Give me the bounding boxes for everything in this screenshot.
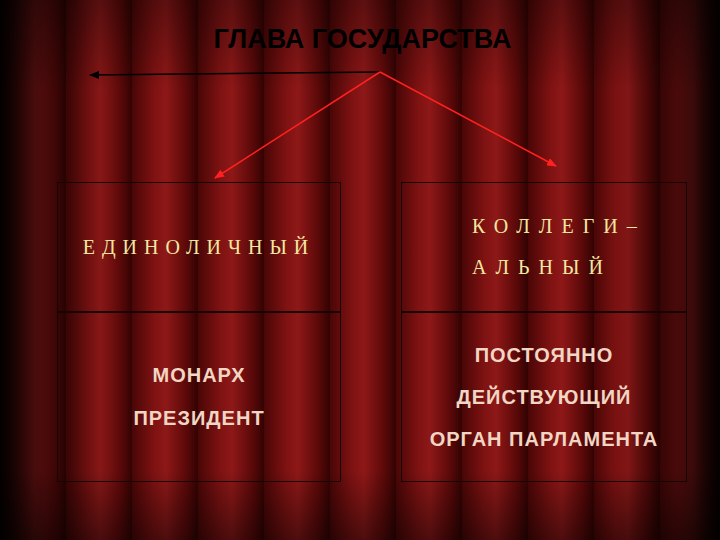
box-text: ЕДИНОЛИЧНЫЙ bbox=[83, 236, 316, 259]
pointer-arrow bbox=[380, 72, 556, 166]
type-box: ЕДИНОЛИЧНЫЙ bbox=[57, 182, 341, 312]
type-box: КОЛЛЕГИ– АЛЬНЫЙ bbox=[401, 182, 687, 312]
pointer-arrow bbox=[215, 72, 380, 178]
box-text: МОНАРХ bbox=[152, 364, 245, 387]
pointer-arrow bbox=[90, 72, 380, 75]
box-text: КОЛЛЕГИ– АЛЬНЫЙ bbox=[472, 206, 672, 288]
diagram-title: ГЛАВА ГОСУДАРСТВА bbox=[0, 24, 720, 55]
example-box: ПОСТОЯННО ДЕЙСТВУЮЩИЙ ОРГАН ПАРЛАМЕНТА bbox=[401, 312, 687, 482]
example-box: МОНАРХ ПРЕЗИДЕНТ bbox=[57, 312, 341, 482]
box-text: ПОСТОЯННО ДЕЙСТВУЮЩИЙ ОРГАН ПАРЛАМЕНТА bbox=[429, 334, 659, 460]
box-text: ПРЕЗИДЕНТ bbox=[133, 407, 264, 430]
